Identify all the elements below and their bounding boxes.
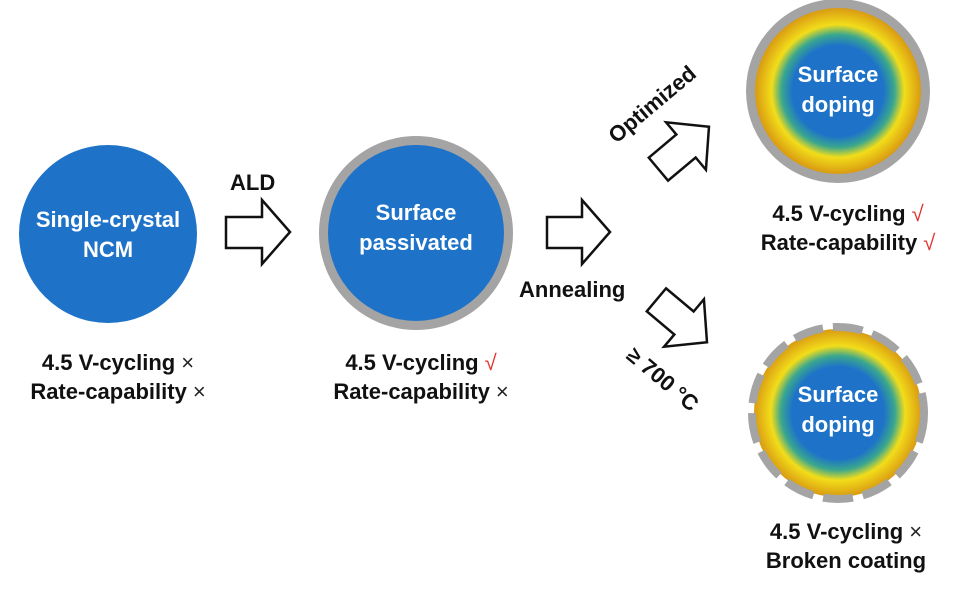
broken-coating-line: Broken coating <box>738 546 954 575</box>
pristine-cycling-text: 4.5 V-cycling <box>41 350 176 375</box>
broken-label-line2: doping <box>801 412 875 437</box>
passivated-particle-core <box>328 145 504 321</box>
passivated-rate-text: Rate-capability <box>333 379 490 404</box>
optimized-particle-label: Surface doping <box>758 60 918 120</box>
check-mark-icon: √ <box>923 230 936 255</box>
ald-arrow <box>224 196 292 268</box>
cross-mark-icon: × <box>495 379 509 404</box>
pristine-rate-text: Rate-capability <box>30 379 187 404</box>
optimized-label-line2: doping <box>801 92 875 117</box>
optimized-label-line1: Surface <box>797 62 879 87</box>
cross-mark-icon: × <box>181 350 195 375</box>
broken-label-line1: Surface <box>797 382 879 407</box>
ald-step-label: ALD <box>230 170 276 195</box>
optimized-arrow <box>647 120 711 183</box>
broken-particle-doped <box>754 329 922 497</box>
check-mark-icon: √ <box>484 350 497 375</box>
passivated-caption: 4.5 V-cycling√ Rate-capability× <box>306 348 536 406</box>
broken-coating-text: Broken coating <box>765 548 927 573</box>
cross-mark-icon: × <box>909 519 923 544</box>
pristine-label-line2: NCM <box>82 237 134 262</box>
pristine-label-line1: Single-crystal <box>35 207 181 232</box>
high-temp-arrow <box>645 286 709 349</box>
broken-cycling-line: 4.5 V-cycling× <box>738 517 954 546</box>
passivated-particle-label: Surface passivated <box>326 198 506 258</box>
passivated-cycling-line: 4.5 V-cycling√ <box>306 348 536 377</box>
optimized-caption: 4.5 V-cycling√ Rate-capability√ <box>735 199 961 257</box>
high-temp-step-label: ≥ 700 °C <box>622 342 704 416</box>
pristine-caption: 4.5 V-cycling× Rate-capability× <box>0 348 236 406</box>
passivated-rate-line: Rate-capability× <box>306 377 536 406</box>
optimized-rate-line: Rate-capability√ <box>735 228 961 257</box>
broken-cycling-text: 4.5 V-cycling <box>769 519 904 544</box>
broken-caption: 4.5 V-cycling× Broken coating <box>738 517 954 575</box>
optimized-cycling-line: 4.5 V-cycling√ <box>735 199 961 228</box>
pristine-rate-line: Rate-capability× <box>0 377 236 406</box>
check-mark-icon: √ <box>911 201 924 226</box>
pristine-particle <box>19 145 197 323</box>
optimized-particle-doped <box>755 8 921 174</box>
cross-mark-icon: × <box>192 379 206 404</box>
passivated-cycling-text: 4.5 V-cycling <box>345 350 479 375</box>
annealing-arrow <box>545 196 612 268</box>
pristine-cycling-line: 4.5 V-cycling× <box>0 348 236 377</box>
passivated-label-line2: passivated <box>359 230 473 255</box>
optimized-rate-text: Rate-capability <box>760 230 918 255</box>
broken-particle-label: Surface doping <box>758 380 918 440</box>
optimized-cycling-text: 4.5 V-cycling <box>772 201 906 226</box>
pristine-particle-label: Single-crystal NCM <box>19 205 197 265</box>
passivated-label-line1: Surface <box>375 200 457 225</box>
broken-coating-ring <box>748 323 928 503</box>
annealing-step-label: Annealing <box>519 277 626 302</box>
